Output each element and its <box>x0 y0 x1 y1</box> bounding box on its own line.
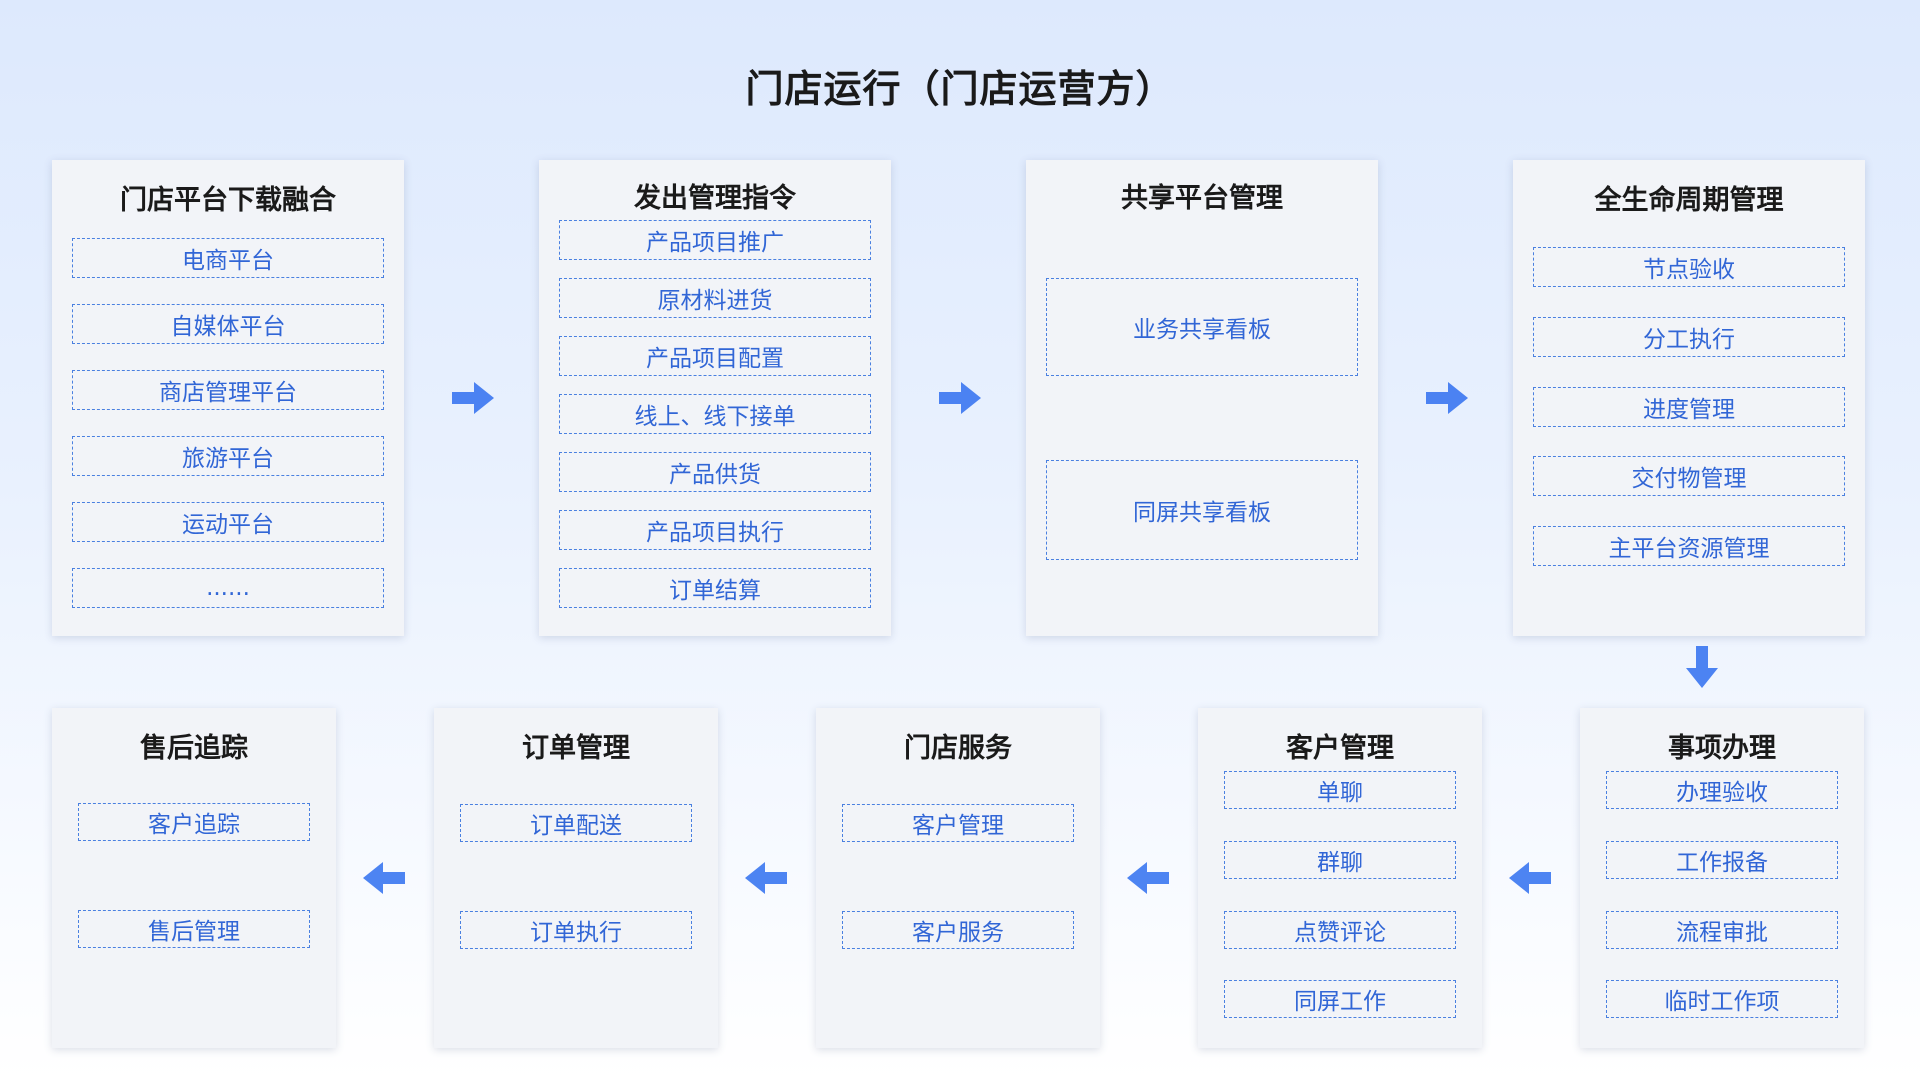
item-sports: 运动平台 <box>72 502 384 542</box>
card-title: 门店平台下载融合 <box>120 185 336 216</box>
item-private-chat: 单聊 <box>1224 771 1456 809</box>
card-after-sales: 售后追踪 客户追踪 售后管理 <box>52 708 336 1048</box>
arrow-right-icon <box>452 382 494 414</box>
item-ecommerce: 电商平台 <box>72 238 384 278</box>
item-after-sales-management: 售后管理 <box>78 910 310 948</box>
item-travel: 旅游平台 <box>72 436 384 476</box>
card-title: 客户管理 <box>1286 733 1394 764</box>
card-store-platform-fusion: 门店平台下载融合 电商平台 自媒体平台 商店管理平台 旅游平台 运动平台 ...… <box>52 160 404 636</box>
item-raw-material: 原材料进货 <box>559 278 871 318</box>
arrow-left-icon <box>1509 862 1551 894</box>
item-temporary-work: 临时工作项 <box>1606 980 1838 1018</box>
item-handle-acceptance: 办理验收 <box>1606 771 1838 809</box>
item-product-config: 产品项目配置 <box>559 336 871 376</box>
item-same-screen-work: 同屏工作 <box>1224 980 1456 1018</box>
item-order-taking: 线上、线下接单 <box>559 394 871 434</box>
item-self-media: 自媒体平台 <box>72 304 384 344</box>
card-task-handling: 事项办理 办理验收 工作报备 流程审批 临时工作项 <box>1580 708 1864 1048</box>
arrow-right-icon <box>1426 382 1468 414</box>
item-node-acceptance: 节点验收 <box>1533 247 1845 287</box>
arrow-left-icon <box>363 862 405 894</box>
item-progress: 进度管理 <box>1533 387 1845 427</box>
arrow-right-icon <box>939 382 981 414</box>
diagram-title: 门店运行（门店运营方） <box>745 67 1175 111</box>
arrow-down-icon <box>1686 646 1718 688</box>
item-product-promotion: 产品项目推广 <box>559 220 871 260</box>
item-product-execution: 产品项目执行 <box>559 510 871 550</box>
item-group-chat: 群聊 <box>1224 841 1456 879</box>
card-title: 全生命周期管理 <box>1594 185 1784 216</box>
card-lifecycle: 全生命周期管理 节点验收 分工执行 进度管理 交付物管理 主平台资源管理 <box>1513 160 1865 636</box>
item-work-report: 工作报备 <box>1606 841 1838 879</box>
card-title: 门店服务 <box>904 733 1012 764</box>
card-title: 订单管理 <box>522 733 630 764</box>
card-title: 共享平台管理 <box>1121 183 1283 214</box>
item-customer-tracking: 客户追踪 <box>78 803 310 841</box>
item-product-supply: 产品供货 <box>559 452 871 492</box>
card-title: 售后追踪 <box>140 733 248 764</box>
item-order-settlement: 订单结算 <box>559 568 871 608</box>
item-division-execution: 分工执行 <box>1533 317 1845 357</box>
item-customer-management: 客户管理 <box>842 804 1074 842</box>
card-shared-platform: 共享平台管理 业务共享看板 同屏共享看板 <box>1026 160 1378 636</box>
item-customer-service: 客户服务 <box>842 911 1074 949</box>
arrow-left-icon <box>745 862 787 894</box>
card-issue-instructions: 发出管理指令 产品项目推广 原材料进货 产品项目配置 线上、线下接单 产品供货 … <box>539 160 891 636</box>
item-order-execution: 订单执行 <box>460 911 692 949</box>
arrow-left-icon <box>1127 862 1169 894</box>
item-more: ...... <box>72 568 384 608</box>
item-order-delivery: 订单配送 <box>460 804 692 842</box>
card-order-management: 订单管理 订单配送 订单执行 <box>434 708 718 1048</box>
item-process-approval: 流程审批 <box>1606 911 1838 949</box>
item-deliverables: 交付物管理 <box>1533 456 1845 496</box>
item-same-screen-board: 同屏共享看板 <box>1046 460 1358 560</box>
card-title: 事项办理 <box>1668 733 1776 764</box>
item-store-management: 商店管理平台 <box>72 370 384 410</box>
card-store-service: 门店服务 客户管理 客户服务 <box>816 708 1100 1048</box>
card-title: 发出管理指令 <box>634 183 796 214</box>
item-main-platform-resources: 主平台资源管理 <box>1533 526 1845 566</box>
card-customer-management: 客户管理 单聊 群聊 点赞评论 同屏工作 <box>1198 708 1482 1048</box>
item-business-board: 业务共享看板 <box>1046 278 1358 376</box>
item-like-comment: 点赞评论 <box>1224 911 1456 949</box>
